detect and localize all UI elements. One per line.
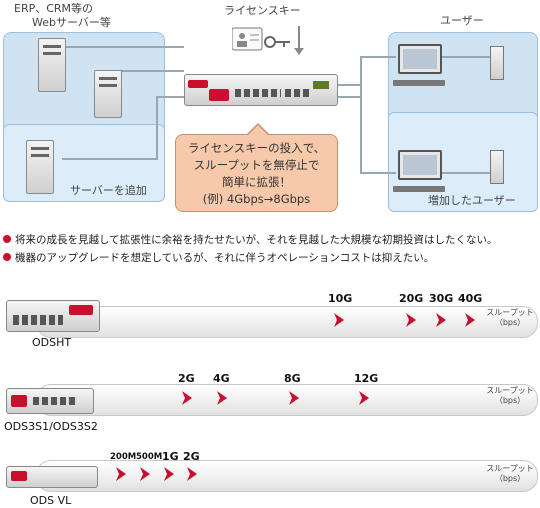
speed-label: 1G xyxy=(162,450,179,463)
link-line xyxy=(118,70,184,72)
bullet-item: 機器のアップグレードを想定しているが、それに伴うオペレーションコストは抑えたい。 xyxy=(3,250,434,265)
odsvl-appliance-icon xyxy=(6,466,98,488)
server-icon xyxy=(38,38,66,92)
speed-label: 10G xyxy=(328,292,353,305)
pc-tower-icon xyxy=(490,150,504,184)
bullet-item: 将来の成長を見越して拡張性に余裕を持たせたいが、それを見越した大規模な初期投資は… xyxy=(3,232,497,247)
bullet-dot-icon xyxy=(3,253,11,261)
keyboard-icon xyxy=(393,186,445,192)
link-line xyxy=(336,96,362,98)
model-name: ODS3S1/ODS3S2 xyxy=(4,420,98,433)
speed-label: 40G xyxy=(458,292,483,305)
added-users-label: 増加したユーザー xyxy=(428,194,516,207)
speed-label: 200M xyxy=(110,452,137,462)
chevron-right-icon xyxy=(406,313,416,327)
callout-line-2: スループットを無停止で xyxy=(193,158,320,172)
throughput-unit-label: スループット（bps） xyxy=(486,464,534,483)
speed-label: 30G xyxy=(429,292,454,305)
chevron-right-icon xyxy=(182,391,192,405)
throughput-bar xyxy=(36,384,538,416)
speed-label: 4G xyxy=(213,372,230,385)
added-server-label: サーバーを追加 xyxy=(70,184,147,197)
throughput-bar xyxy=(36,306,538,338)
throughput-bar xyxy=(36,460,538,492)
appliance-icon xyxy=(184,74,338,106)
license-callout: ライセンスキーの投入で、 スループットを無停止で 簡単に拡張！ (例) 4Gbp… xyxy=(175,123,338,212)
server-icon xyxy=(94,70,122,118)
chevron-right-icon xyxy=(217,391,227,405)
callout-line-3: 簡単に拡張！ xyxy=(222,175,291,189)
callout-line-4: (例) 4Gbps→8Gbps xyxy=(202,192,311,206)
link-line xyxy=(156,96,158,160)
bullet-dot-icon xyxy=(3,235,11,243)
pc-monitor-icon xyxy=(398,150,442,180)
pc-monitor-icon xyxy=(398,44,442,74)
link-line xyxy=(360,56,396,58)
chevron-right-icon xyxy=(289,391,299,405)
pc-tower-icon xyxy=(490,46,504,80)
users-label: ユーザー xyxy=(440,14,484,27)
throughput-unit-label: スループット（bps） xyxy=(486,386,534,405)
throughput-unit-label: スループット（bps） xyxy=(486,308,534,327)
chevron-right-icon xyxy=(465,313,475,327)
link-line xyxy=(440,56,490,58)
speed-label: 2G xyxy=(178,372,195,385)
link-line xyxy=(336,84,362,86)
chevron-right-icon xyxy=(359,391,369,405)
servers-label-2: Webサーバー等 xyxy=(32,16,111,29)
chevron-right-icon xyxy=(116,467,126,481)
speed-label: 12G xyxy=(354,372,379,385)
odsht-appliance-icon xyxy=(6,300,100,332)
link-line xyxy=(360,56,362,174)
chevron-right-icon xyxy=(140,467,150,481)
speed-label: 500M xyxy=(136,452,163,462)
link-line xyxy=(360,172,396,174)
chevron-right-icon xyxy=(164,467,174,481)
model-name: ODSHT xyxy=(32,336,72,349)
chevron-right-icon xyxy=(436,313,446,327)
speed-label: 8G xyxy=(284,372,301,385)
speed-label: 20G xyxy=(399,292,424,305)
chevron-right-icon xyxy=(334,313,344,327)
chevron-right-icon xyxy=(187,467,197,481)
speed-label: 2G xyxy=(183,450,200,463)
link-line xyxy=(440,172,490,174)
added-server-icon xyxy=(26,140,54,194)
license-key-icon xyxy=(231,20,304,60)
callout-line-1: ライセンスキーの投入で、 xyxy=(187,141,326,155)
servers-label-1: ERP、CRM等の xyxy=(14,2,94,15)
ods3-appliance-icon xyxy=(6,388,94,414)
link-line xyxy=(62,158,158,160)
keyboard-icon xyxy=(393,80,445,86)
license-key-label: ライセンスキー xyxy=(224,4,301,17)
link-line xyxy=(156,96,184,98)
link-line xyxy=(62,46,184,48)
model-name: ODS VL xyxy=(30,494,72,507)
